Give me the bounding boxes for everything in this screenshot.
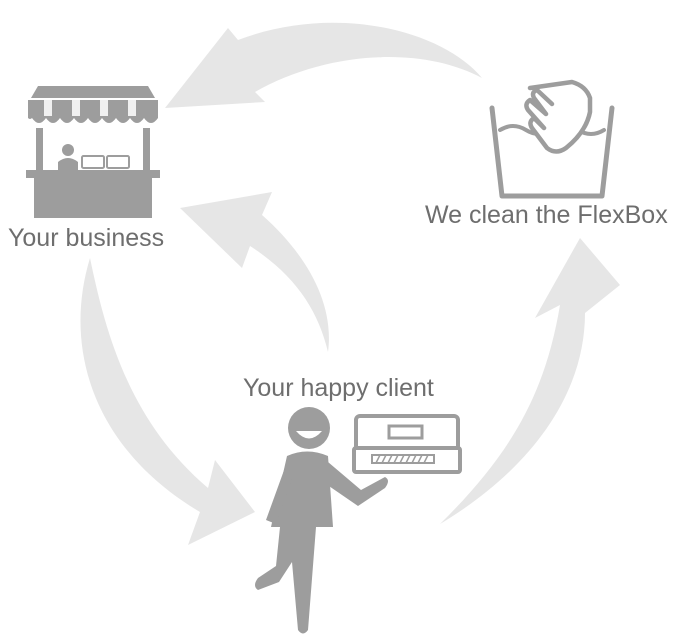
arrow-business-to-client — [80, 258, 255, 545]
flexbox-icon — [352, 414, 462, 474]
arrow-clean-to-business — [165, 22, 482, 108]
your-business-label: Your business — [8, 224, 165, 252]
hand-icon — [524, 79, 593, 154]
happy-client-label: Your happy client — [243, 374, 434, 402]
arrow-client-to-business — [180, 192, 329, 352]
happy-client-icon — [255, 407, 462, 634]
cycle-arrows — [80, 22, 620, 545]
arrow-client-to-clean — [440, 238, 620, 524]
shop-icon — [26, 86, 160, 218]
wash-basin-icon — [489, 79, 615, 199]
we-clean-label: We clean the FlexBox — [425, 201, 668, 229]
